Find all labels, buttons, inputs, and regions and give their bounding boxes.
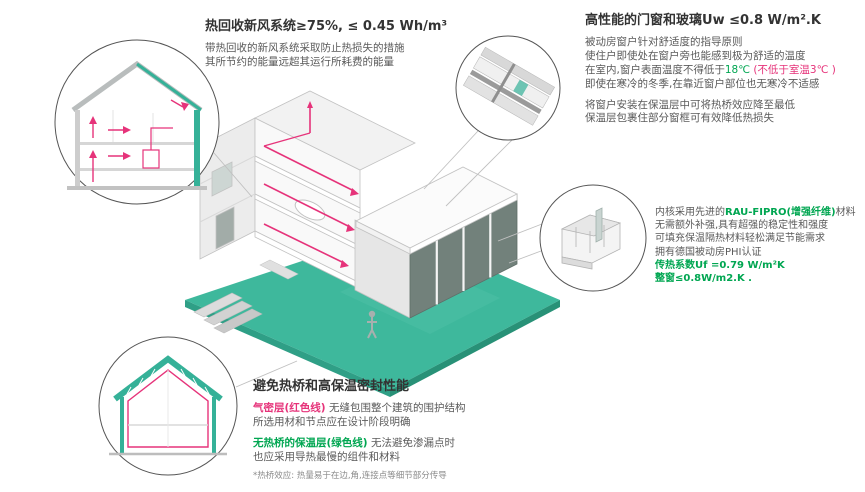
- frame-section: [463, 46, 555, 126]
- thermal-line-rest: 无缝包围整个建筑的围护结构: [325, 402, 466, 415]
- spacer: [585, 92, 863, 99]
- ventilation-section: 热回收新风系统≥75%, ≤ 0.45 Wh/m³ 带热回收的新风系统采取防止热…: [205, 18, 505, 70]
- ventilation-title: 热回收新风系统≥75%, ≤ 0.45 Wh/m³: [205, 19, 448, 34]
- windows-temp-note: (不低于室温3℃ ): [750, 63, 836, 76]
- interior-details: [259, 199, 377, 339]
- windows-line: 保温层包裹住部分窗框可有效降低热损失: [585, 112, 774, 125]
- windows-temp-value: 18℃: [724, 63, 750, 76]
- windows-line: 将窗户安装在保温层中可将热桥效应降至最低: [585, 98, 795, 111]
- profile-line-pre: 内核采用先进的: [655, 207, 725, 218]
- airtight-layer-line: [127, 369, 209, 448]
- thermal-bridge-detail-circle: [97, 335, 239, 477]
- heat-exchanger-unit: [142, 149, 160, 169]
- ventilation-line: 其所节约的能量远超其运行所耗费的能量: [205, 56, 394, 69]
- profile-line-post: 材料: [835, 207, 856, 218]
- ventilation-line: 带热回收的新风系统采取防止热损失的措施: [205, 42, 405, 55]
- windows-line: 在室内,窗户表面温度不得低于18℃ (不低于室温3℃ ): [585, 64, 863, 78]
- section-house: [67, 60, 207, 190]
- ventilation-ducts: [263, 108, 353, 263]
- thermal-line: 气密层(红色线) 无缝包围整个建筑的围护结构: [253, 402, 593, 416]
- thermal-section-house: [109, 355, 227, 456]
- spacer: [253, 430, 593, 437]
- profile-line: 内核采用先进的RAU-FIPRO(增强纤维)材料: [655, 206, 863, 219]
- ventilation-detail-circle: [53, 38, 221, 206]
- thermal-line-rest: 无法避免渗漏点时: [367, 436, 455, 449]
- thermal-title: 避免热桥和高保温密封性能: [253, 379, 410, 394]
- isometric-house-illustration: [185, 90, 560, 397]
- profile-brand: RAU-FIPRO(增强纤维): [725, 207, 836, 218]
- window-profile: [560, 207, 622, 270]
- profile-window-u-value: 整窗≤0.8W/m2.K .: [655, 272, 752, 284]
- windows-line-pre: 在室内,窗户表面温度不得低于: [585, 63, 725, 76]
- profile-section: 内核采用先进的RAU-FIPRO(增强纤维)材料 无需额外补强,具有超强的稳定性…: [655, 206, 863, 285]
- profile-line: 拥有德国被动房PHI认证: [655, 246, 762, 258]
- windows-line: 即使在寒冷的冬季,在靠近窗户部位也无寒冷不适感: [585, 77, 820, 90]
- windows-title-main: 高性能的门窗和玻璃: [585, 13, 703, 28]
- profile-line: 无需额外补强,具有超强的稳定性和强度: [655, 220, 829, 232]
- insulation-layer-label: 无热桥的保温层(绿色线): [253, 436, 368, 449]
- thermal-footnote: *热桥效应: 热量易于在边,角,连接点等细节部分传导: [253, 470, 447, 481]
- profile-u-value: 传热系数Uf =0.79 W/m²K: [655, 259, 785, 271]
- thermal-section: 避免热桥和高保温密封性能 气密层(红色线) 无缝包围整个建筑的围护结构 所选用材…: [253, 378, 593, 482]
- windows-line: 被动房窗户针对舒适度的指导原则: [585, 36, 743, 49]
- windows-section: 高性能的门窗和玻璃Uw ≤0.8 W/m².K 被动房窗户针对舒适度的指导原则 …: [585, 12, 863, 126]
- window-profile-circle: [538, 183, 648, 293]
- windows-title-value: Uw ≤0.8 W/m².K: [702, 13, 821, 28]
- windows-title: 高性能的门窗和玻璃Uw ≤0.8 W/m².K: [585, 12, 863, 29]
- duct-arrows: [307, 101, 359, 268]
- airtight-layer-label: 气密层(红色线): [253, 402, 326, 415]
- person-figure: [368, 310, 376, 318]
- thermal-line: 所选用材和节点应在设计阶段明确: [253, 416, 411, 429]
- thermal-line: 也应采用导热最慢的组件和材料: [253, 450, 400, 463]
- window-corner-detail-circle: [454, 34, 562, 142]
- windows-line: 使住户即使处在窗户旁也能感到极为舒适的温度: [585, 50, 806, 63]
- airflow-arrows: [89, 99, 189, 182]
- profile-line: 可填充保温隔热材料轻松满足节能需求: [655, 233, 825, 245]
- thermal-line: 无热桥的保温层(绿色线) 无法避免渗漏点时: [253, 437, 593, 451]
